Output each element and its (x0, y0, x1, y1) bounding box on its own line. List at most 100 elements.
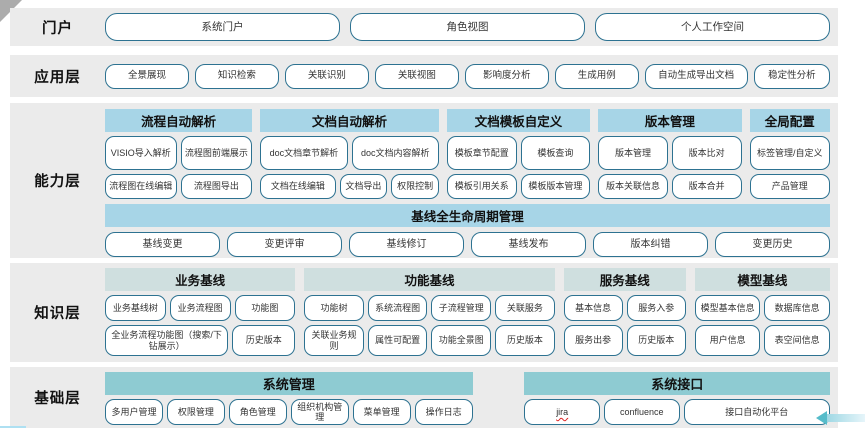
diagram-node: 版本关联信息 (598, 174, 668, 199)
group-header: 服务基线 (563, 268, 686, 291)
diagram-node: 业务基线树 (105, 295, 166, 321)
layer-label-application: 应用层 (34, 69, 81, 86)
group-row: 文档在线编辑 文档导出 权限控制 (260, 174, 439, 199)
app-node: 知识检索 (194, 63, 279, 89)
capability-group-template: 文档模板自定义 模板章节配置 模板查询 模板引用关系 模板版本管理 (446, 109, 591, 199)
diagram-node: 模板引用关系 (446, 174, 517, 199)
group-row: 流程图在线编辑 流程图导出 (105, 174, 253, 199)
diagram-node: 属性可配置 (367, 325, 428, 356)
group-row: 版本关联信息 版本合并 (598, 174, 742, 199)
app-node: 影响度分析 (464, 63, 549, 89)
diagram-node: 权限控制 (391, 174, 439, 199)
layer-label-knowledge: 知识层 (34, 306, 81, 322)
group-header: 文档自动解析 (260, 109, 439, 132)
arrow-tip-icon (816, 411, 827, 425)
diagram-node: 组织机构管理 (290, 399, 349, 425)
layer-label-portal: 门户 (42, 20, 73, 37)
diagram-node: 角色管理 (228, 399, 287, 425)
diagram-node: 基线发布 (471, 232, 586, 257)
knowledge-group-service-baseline: 服务基线 基本信息 服务入参 服务出参 历史版本 (563, 268, 686, 362)
group-row: 标签管理/自定义 (749, 136, 830, 170)
diagram-node: 服务入参 (626, 295, 686, 321)
diagram-node: 业务流程图 (169, 295, 231, 321)
lifecycle-header: 基线全生命周期管理 (105, 204, 830, 227)
diagram-node: 版本比对 (671, 136, 742, 170)
portal-node: 角色视图 (350, 13, 585, 41)
group-header: 系统管理 (105, 372, 473, 395)
capability-content: 流程自动解析 VISIO导入解析 流程图前端展示 流程图在线编辑 流程图导出 文… (105, 103, 838, 258)
group-header: 系统接口 (524, 372, 830, 395)
group-row: 功能树 系统流程图 子流程管理 关联服务 (304, 295, 555, 321)
diagram-node: 基本信息 (563, 295, 623, 321)
diagram-node: 标签管理/自定义 (749, 136, 830, 170)
group-row: 版本管理 版本比对 (598, 136, 742, 170)
diagram-node: 功能图 (234, 295, 296, 321)
group-header: 全局配置 (749, 109, 830, 132)
diagram-node: 接口自动化平台 (683, 399, 830, 425)
layer-label-base: 基础层 (34, 391, 81, 407)
diagram-node: 菜单管理 (352, 399, 411, 425)
diagram-node: 模板版本管理 (520, 174, 591, 199)
diagram-node: 数据库信息 (764, 295, 830, 321)
group-row: 全业务流程功能图（搜索/下钻展示） 历史版本 (105, 325, 296, 356)
portal-content: 系统门户 角色视图 个人工作空间 (105, 8, 838, 46)
layer-band-application: 应用层 全景展现 知识检索 关联识别 关联视图 影响度分析 生成用例 自动生成导… (10, 55, 838, 97)
knowledge-content: 业务基线 业务基线树 业务流程图 功能图 全业务流程功能图（搜索/下钻展示） 历… (105, 263, 838, 362)
diagram-node: 产品管理 (749, 174, 830, 199)
group-header: 业务基线 (105, 268, 296, 291)
diagram-node: 版本纠错 (593, 232, 708, 257)
app-node: 关联识别 (284, 63, 369, 89)
diagram-node: 模板章节配置 (446, 136, 517, 170)
diagram-node: 表空间信息 (764, 325, 830, 356)
diagram-node: 多用户管理 (105, 399, 163, 425)
capability-groups: 流程自动解析 VISIO导入解析 流程图前端展示 流程图在线编辑 流程图导出 文… (105, 109, 830, 199)
diagram-node: 历史版本 (626, 325, 686, 356)
app-node: 关联视图 (374, 63, 459, 89)
layer-label-capability: 能力层 (34, 174, 81, 190)
group-row: 用户信息 表空间信息 (694, 325, 830, 356)
group-row: 模型基本信息 数据库信息 (694, 295, 830, 321)
capability-group-global-config: 全局配置 标签管理/自定义 产品管理 (749, 109, 830, 199)
diagram-node: VISIO导入解析 (105, 136, 177, 170)
diagram-node: 子流程管理 (431, 295, 492, 321)
diagram-node: 基线变更 (105, 232, 220, 257)
layer-band-capability: 能力层 流程自动解析 VISIO导入解析 流程图前端展示 流程图在线编辑 流程图… (10, 103, 838, 258)
arrow-body (827, 414, 865, 422)
diagram-node: 模型基本信息 (694, 295, 761, 321)
diagram-node: 版本合并 (671, 174, 742, 199)
diagram-node: 历史版本 (232, 325, 296, 356)
diagram-node: 基线修订 (349, 232, 464, 257)
diagram-node: 历史版本 (495, 325, 555, 356)
diagram-node: 功能树 (304, 295, 364, 321)
group-header: 流程自动解析 (105, 109, 253, 132)
diagram-node-jira: jira (524, 399, 600, 425)
group-row: jira confluence 接口自动化平台 (524, 399, 830, 425)
group-header: 模型基线 (694, 268, 830, 291)
layer-band-knowledge: 知识层 业务基线 业务基线树 业务流程图 功能图 全业务流程功能图（搜索/下钻展… (10, 263, 838, 362)
group-header: 功能基线 (304, 268, 555, 291)
capability-group-version: 版本管理 版本管理 版本比对 版本关联信息 版本合并 (598, 109, 742, 199)
diagram-node: 关联业务规则 (304, 325, 364, 356)
diagram-node: 权限管理 (166, 399, 225, 425)
capability-group-doc-parse: 文档自动解析 doc文档章节解析 doc文档内容解析 文档在线编辑 文档导出 权… (260, 109, 439, 199)
diagram-node: 操作日志 (414, 399, 473, 425)
layer-band-portal: 门户 系统门户 角色视图 个人工作空间 (10, 8, 838, 46)
layer-band-base: 基础层 系统管理 多用户管理 权限管理 角色管理 组织机构管理 菜单管理 操作日… (10, 367, 838, 428)
diagram-node: 模板查询 (520, 136, 591, 170)
app-node: 自动生成导出文档 (644, 63, 748, 89)
diagram-node: 变更评审 (227, 232, 342, 257)
base-group-system-management: 系统管理 多用户管理 权限管理 角色管理 组织机构管理 菜单管理 操作日志 (105, 372, 473, 428)
diagram-node: 功能全景图 (431, 325, 492, 356)
diagram-node: 全业务流程功能图（搜索/下钻展示） (105, 325, 229, 356)
group-row: 业务基线树 业务流程图 功能图 (105, 295, 296, 321)
lifecycle-row: 基线变更 变更评审 基线修订 基线发布 版本纠错 变更历史 (105, 232, 830, 257)
group-header: 版本管理 (598, 109, 742, 132)
application-content: 全景展现 知识检索 关联识别 关联视图 影响度分析 生成用例 自动生成导出文档 … (105, 55, 838, 97)
group-row: doc文档章节解析 doc文档内容解析 (260, 136, 439, 170)
diagram-node: 流程图在线编辑 (105, 174, 177, 199)
group-row: 基本信息 服务入参 (563, 295, 686, 321)
group-row: 模板章节配置 模板查询 (446, 136, 591, 170)
diagram-node: doc文档章节解析 (260, 136, 348, 170)
app-node: 生成用例 (554, 63, 639, 89)
